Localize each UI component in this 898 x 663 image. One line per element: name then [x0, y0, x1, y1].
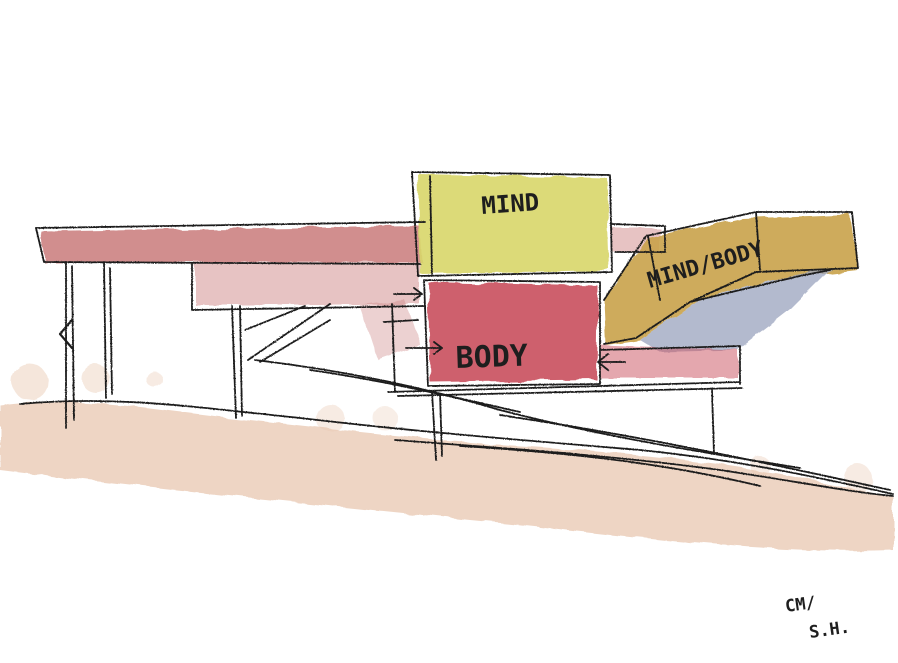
- signature-line-1: CM/: [784, 593, 817, 617]
- ground-wash: [0, 364, 893, 551]
- body-label: BODY: [455, 338, 528, 376]
- mind-label: MIND: [480, 188, 540, 220]
- signature-line-2: S.H.: [808, 617, 851, 643]
